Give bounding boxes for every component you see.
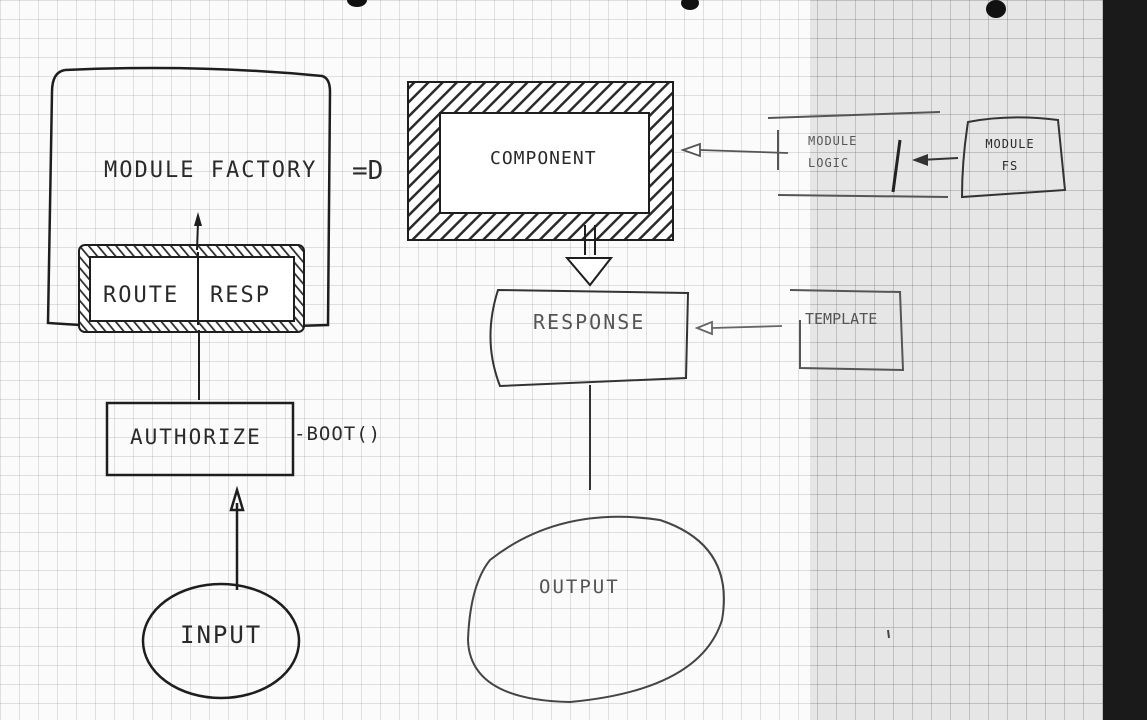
graph-paper-lit-area: [0, 0, 810, 720]
logic-to-component-arrow: [699, 149, 789, 154]
binder-hole: [681, 0, 699, 10]
input-label: INPUT: [180, 621, 263, 649]
component-to-response-arrow: [564, 257, 614, 287]
module-fs-label: MODULE FS: [985, 137, 1035, 173]
route-to-factory-arrow: [196, 221, 199, 251]
binder-hole: [986, 0, 1006, 18]
authorize-label: AUTHORIZE: [130, 425, 262, 449]
route-resp-box: [89, 256, 295, 322]
resp-label: RESP: [210, 283, 271, 308]
input-ellipse: [141, 582, 301, 700]
binder-hole: [347, 0, 367, 7]
response-label: RESPONSE: [533, 310, 646, 334]
template-label: TEMPLATE: [805, 310, 878, 328]
module-factory-label: MODULE FACTORY: [104, 158, 318, 183]
response-box: [489, 288, 690, 388]
module-logic-label: MODULE LOGIC: [808, 134, 858, 170]
arrow-d-label: =D: [352, 156, 384, 186]
template-box: [789, 289, 905, 372]
module-fs-box: [960, 116, 1067, 199]
authorize-box: [105, 401, 295, 477]
page-edge-shadow: [1103, 0, 1147, 720]
output-label: OUTPUT: [539, 576, 620, 598]
module-factory-box: [46, 66, 332, 328]
output-ellipse: [466, 515, 725, 704]
component-box: [439, 112, 650, 214]
module-logic-box: [767, 111, 949, 198]
template-to-response-arrow: [711, 325, 783, 329]
boot-label: -BOOT(): [294, 423, 382, 445]
module-logic-divider: [891, 139, 902, 193]
route-label: ROUTE: [103, 283, 180, 308]
component-label: COMPONENT: [490, 148, 597, 169]
